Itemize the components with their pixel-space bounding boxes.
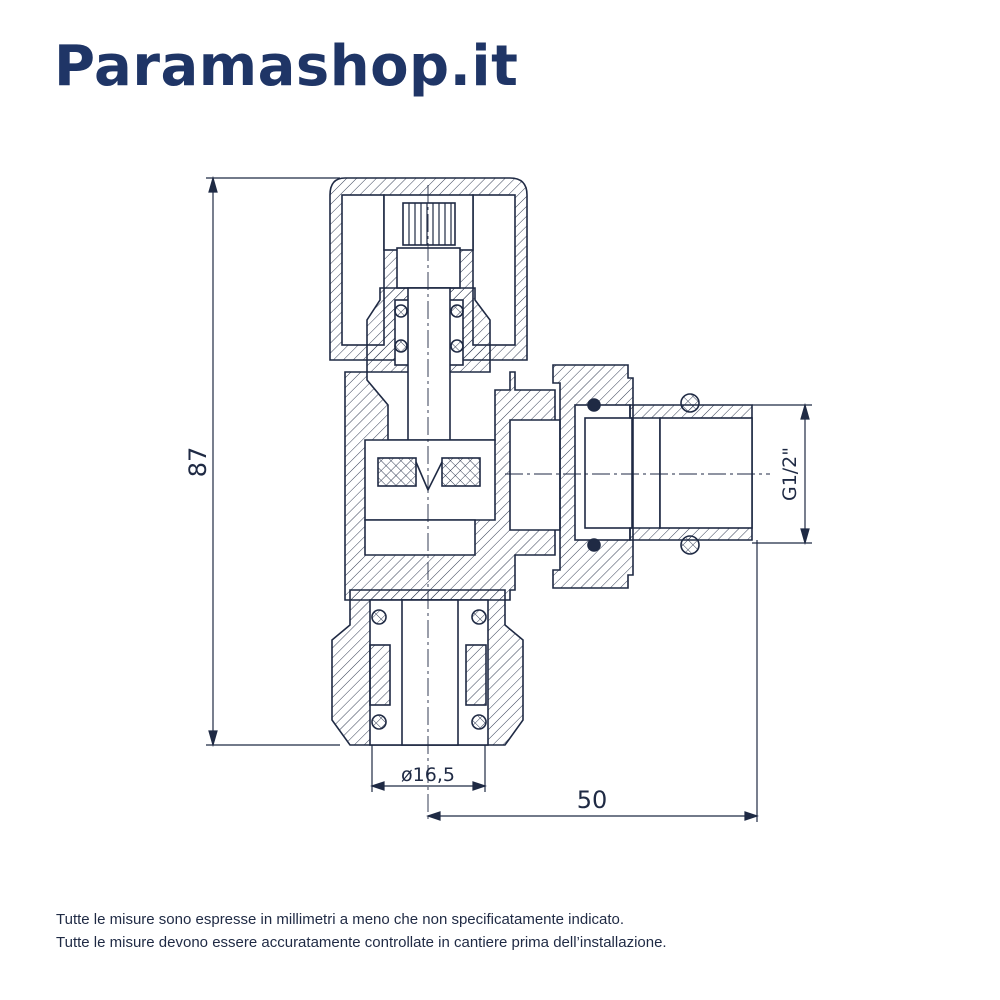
centre-lines	[427, 185, 770, 820]
thread-dimension-label: G1/2"	[779, 447, 801, 501]
brand-logo-text: Paramashop.it	[54, 34, 519, 99]
width-dimension-label: 50	[577, 786, 608, 814]
pipe-diameter-dimension	[370, 745, 487, 792]
height-dimension	[206, 175, 340, 748]
tailpiece	[629, 393, 753, 555]
valve-body	[344, 371, 561, 601]
thread-dimension	[752, 402, 812, 546]
pipe-diameter-label: ø16,5	[401, 764, 455, 786]
valve-stem	[366, 247, 491, 449]
union-nut	[552, 364, 634, 589]
compression-fitting	[331, 589, 524, 746]
width-dimension	[426, 540, 759, 822]
note-line-units: Tutte le misure sono espresse in millime…	[56, 911, 625, 928]
measurement-notes: Tutte le misure sono espresse in millime…	[56, 908, 667, 954]
note-line-verify: Tutte le misure devono essere accuratame…	[56, 934, 667, 951]
height-dimension-label: 87	[184, 447, 212, 478]
